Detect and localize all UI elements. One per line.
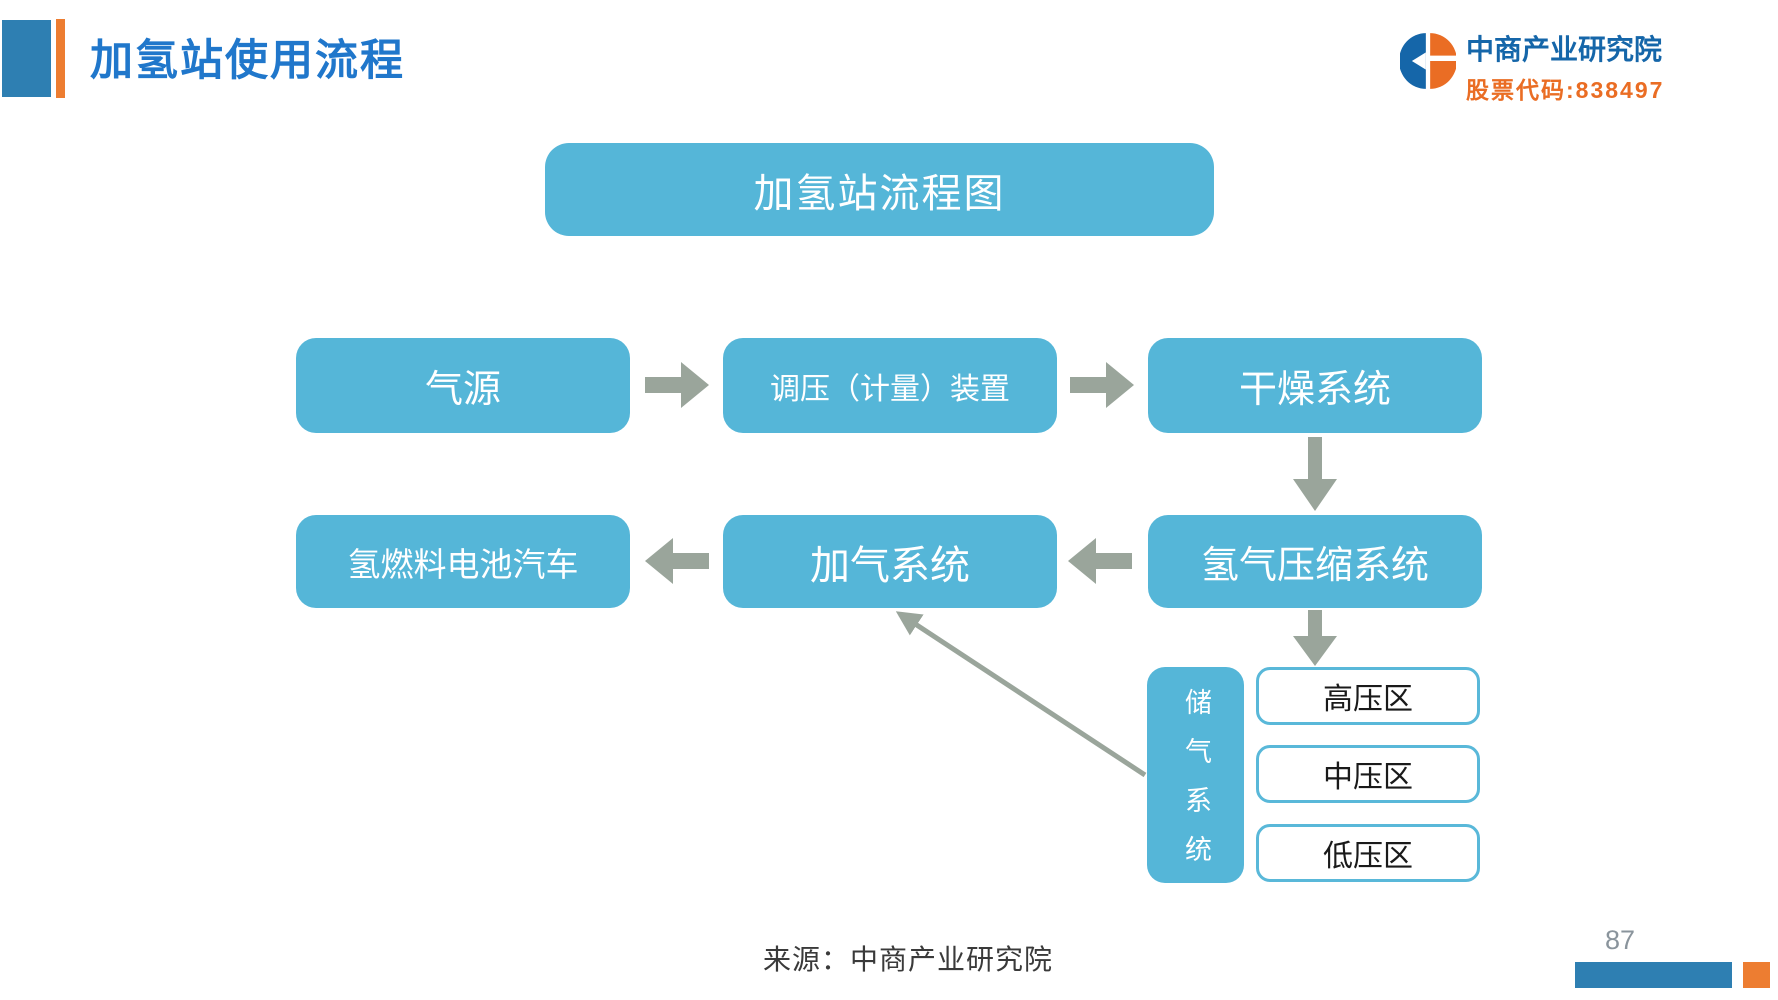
header-accent-orange-bar xyxy=(56,19,65,98)
arrow-right-icon xyxy=(1070,362,1134,408)
node-fuel-cell-vehicle: 氢燃料电池汽车 xyxy=(296,515,630,608)
company-logo-text: 中商产业研究院 股票代码:838497 xyxy=(1466,28,1664,105)
node-medium-pressure-zone: 中压区 xyxy=(1256,745,1480,803)
company-logo: 中商产业研究院 股票代码:838497 xyxy=(1400,28,1778,103)
storage-system-label: 储气系统 xyxy=(1181,688,1211,884)
arrow-up-left-icon xyxy=(895,611,1147,778)
arrow-left-icon xyxy=(1068,538,1132,584)
node-high-pressure-zone: 高压区 xyxy=(1256,667,1480,725)
node-gas-source: 气源 xyxy=(296,338,630,433)
node-regulating-device: 调压（计量）装置 xyxy=(723,338,1057,433)
arrow-down-icon xyxy=(1293,610,1337,666)
node-drying-system: 干燥系统 xyxy=(1148,338,1482,433)
page-number: 87 xyxy=(1605,925,1636,955)
diagram-title-box: 加氢站流程图 xyxy=(545,143,1214,236)
company-logo-icon xyxy=(1400,33,1456,89)
company-name: 中商产业研究院 xyxy=(1466,34,1663,65)
header-accent-blue-square xyxy=(2,20,51,97)
source-note: 来源：中商产业研究院 xyxy=(763,945,1054,976)
arrow-right-icon xyxy=(645,362,709,408)
stock-code: 股票代码:838497 xyxy=(1466,77,1665,103)
node-storage-system: 储气系统 xyxy=(1147,667,1244,884)
footer-accent-blue-bar xyxy=(1575,962,1732,988)
node-compression-system: 氢气压缩系统 xyxy=(1148,515,1482,608)
node-low-pressure-zone: 低压区 xyxy=(1256,824,1480,882)
footer-accent-orange-square xyxy=(1743,962,1770,988)
arrow-left-icon xyxy=(645,538,709,584)
page-title: 加氢站使用流程 xyxy=(90,38,405,85)
arrow-down-icon xyxy=(1293,437,1337,511)
node-refueling-system: 加气系统 xyxy=(723,515,1057,608)
